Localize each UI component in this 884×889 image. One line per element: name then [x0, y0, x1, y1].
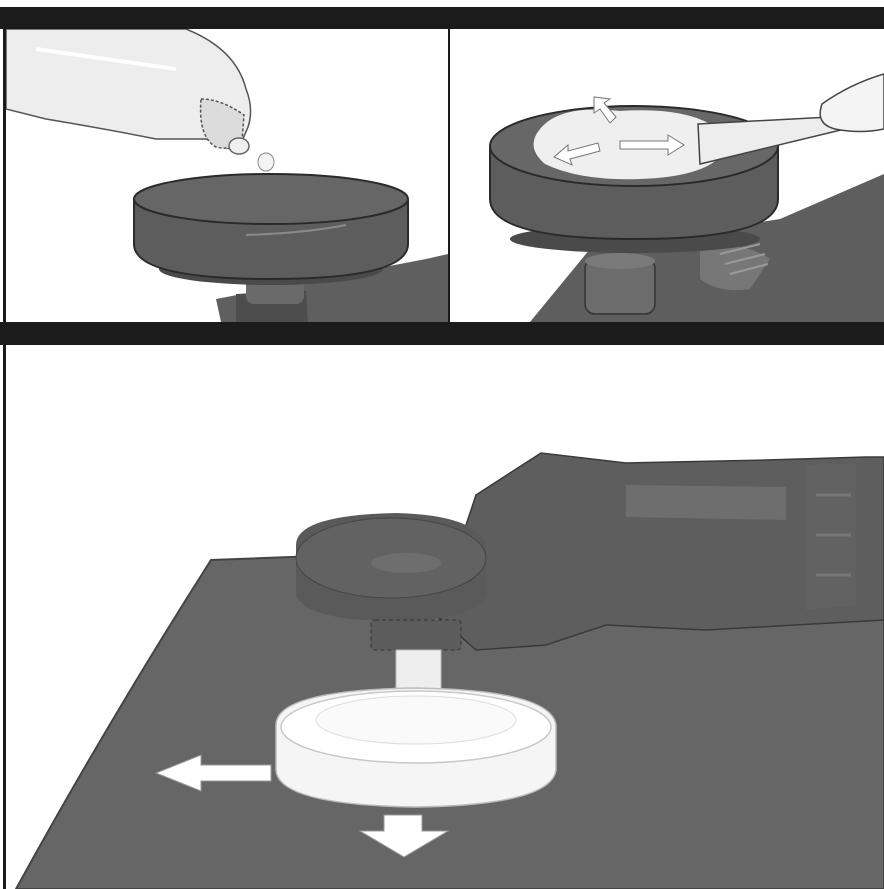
frame-top-bar [0, 7, 884, 29]
panel-apply-polish [6, 29, 448, 322]
frame-middle-bar [0, 322, 884, 345]
panel-polish-surface [6, 345, 884, 889]
panel-spread-polish [450, 29, 884, 322]
polish-tube-icon [6, 29, 251, 154]
polishing-pad-icon [490, 97, 778, 253]
polishing-pad-icon [134, 153, 408, 285]
